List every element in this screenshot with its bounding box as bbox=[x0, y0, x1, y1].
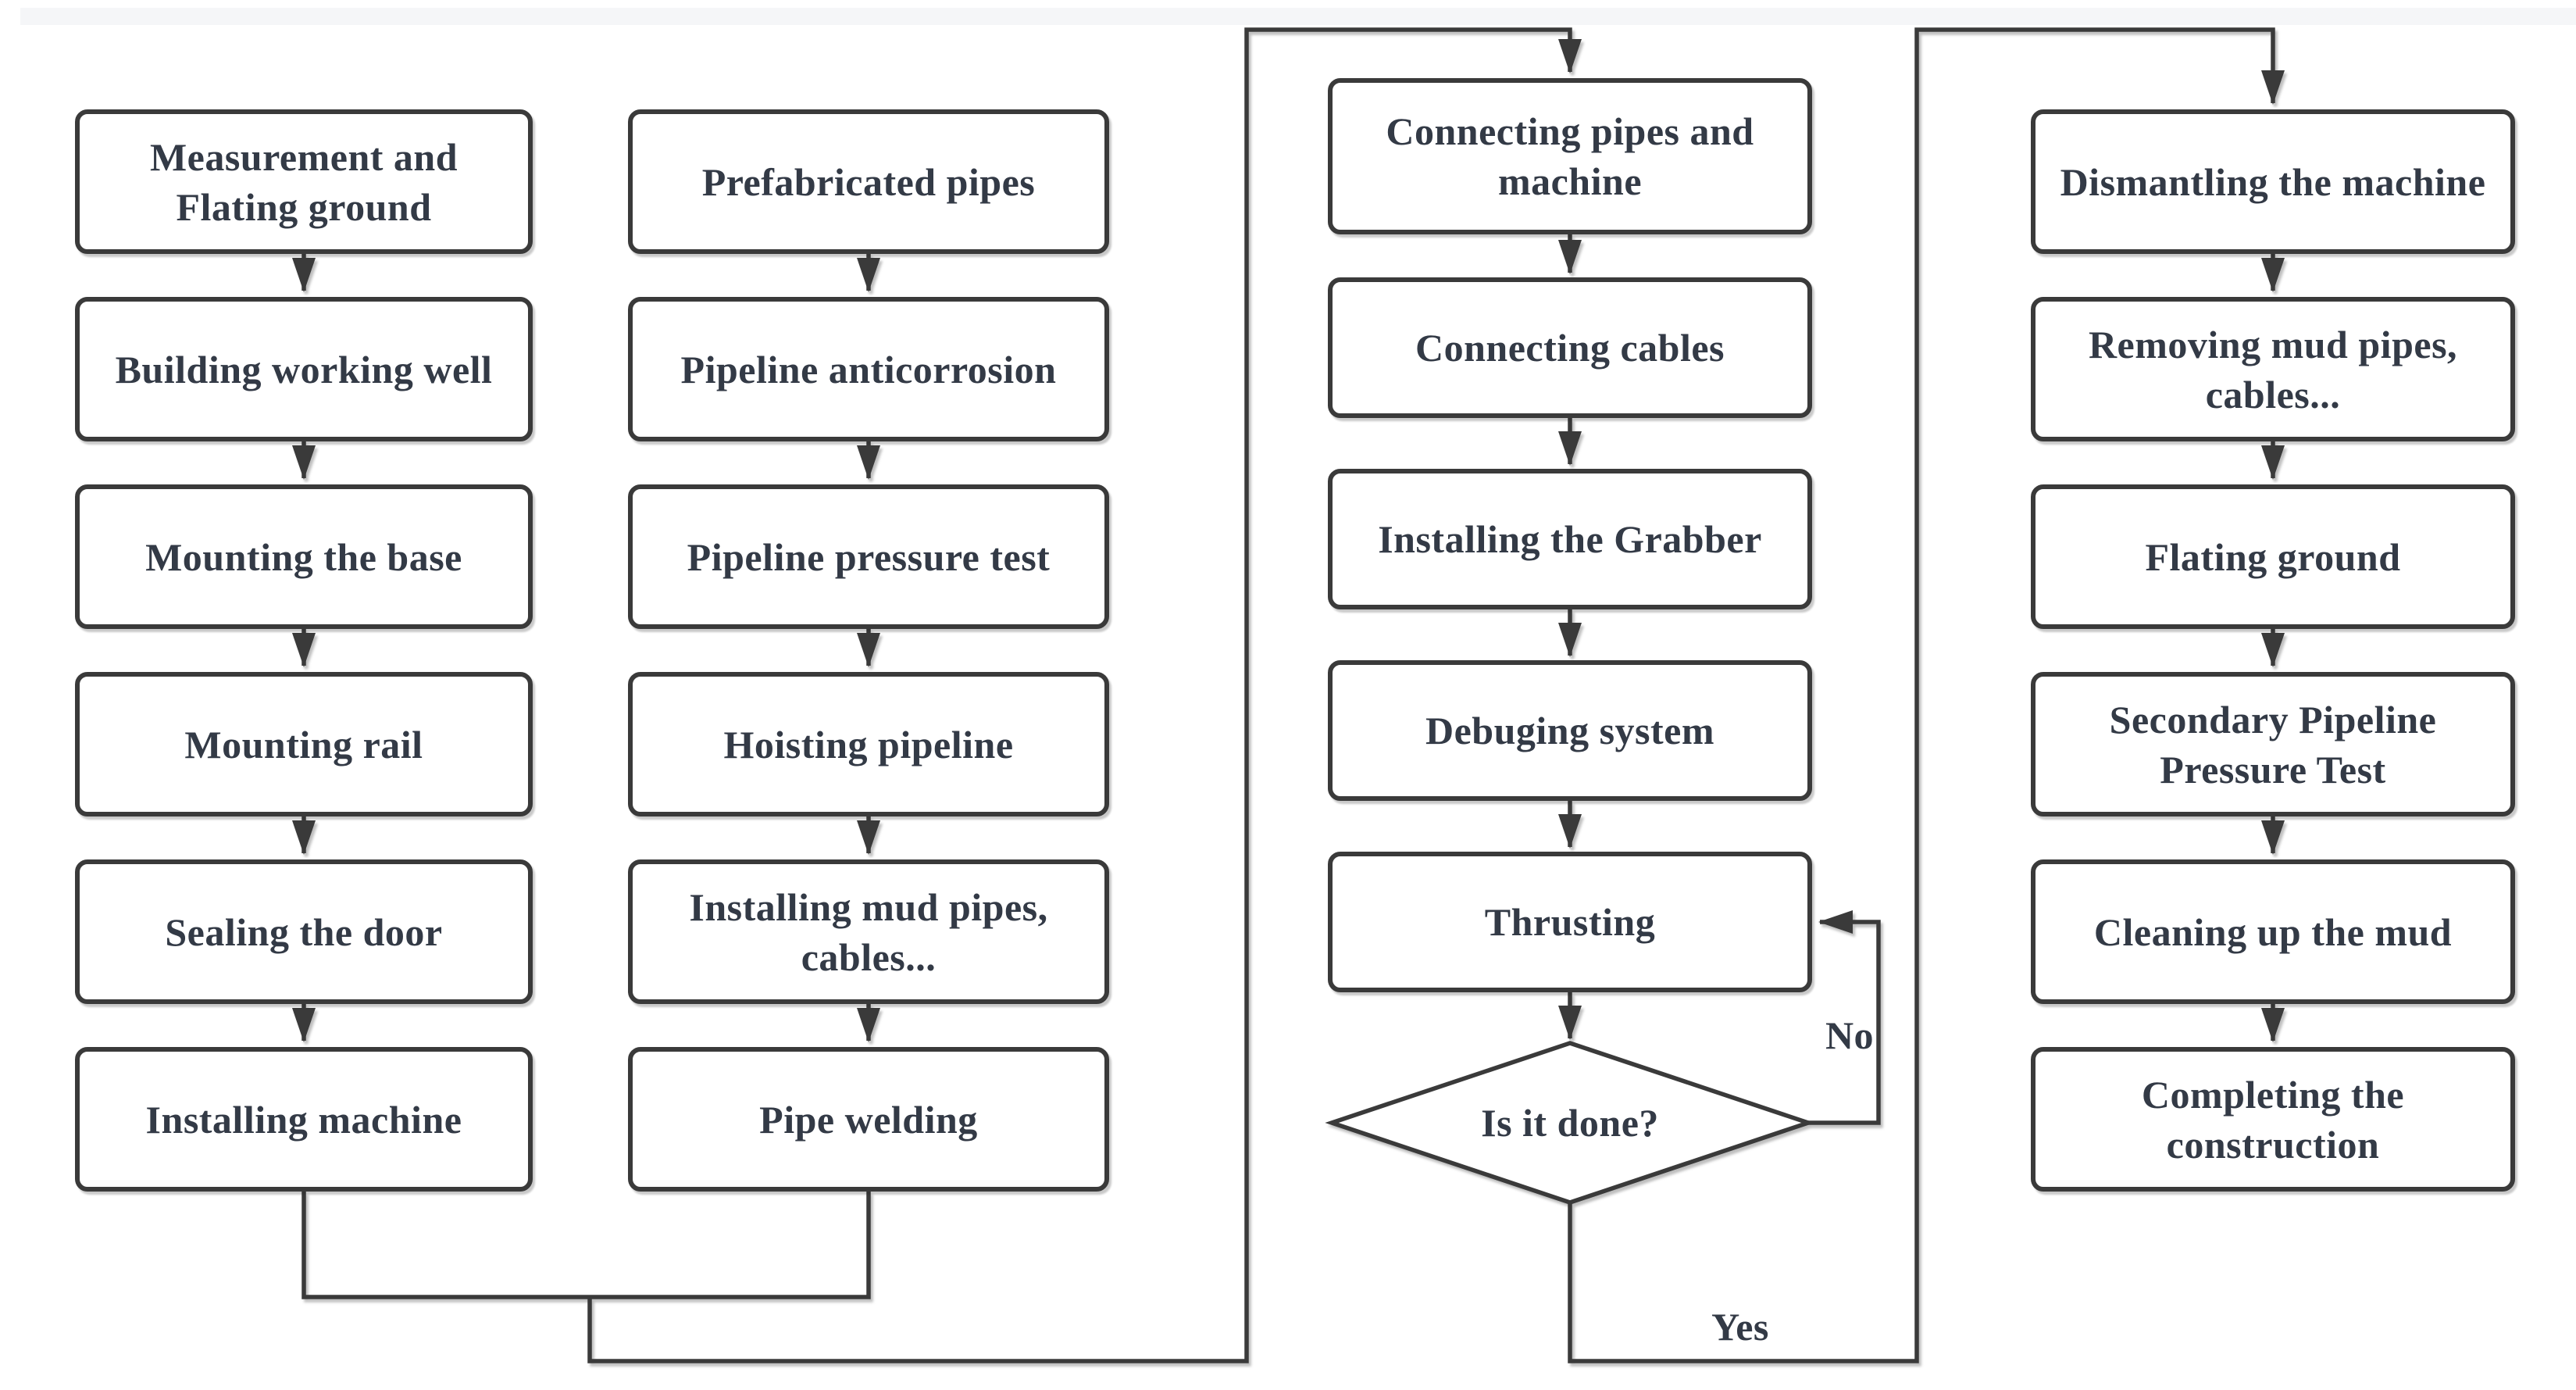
node-debuging-system: Debuging system bbox=[1328, 660, 1812, 801]
edge-label-yes: Yes bbox=[1711, 1305, 1769, 1349]
node-thrusting: Thrusting bbox=[1328, 852, 1812, 992]
node-sealing-the-door: Sealing the door bbox=[75, 859, 533, 1004]
node-pipeline-anticorrosion: Pipeline anticorrosion bbox=[628, 297, 1109, 441]
decision-diamond bbox=[1325, 1041, 1815, 1205]
node-prefabricated-pipes: Prefabricated pipes bbox=[628, 109, 1109, 254]
connector-no-loop bbox=[1808, 910, 1881, 1125]
edge-label-no: No bbox=[1825, 1013, 1875, 1057]
node-cleaning-up-the-mud: Cleaning up the mud bbox=[2031, 859, 2515, 1004]
decision-label: Is it done? bbox=[1481, 1101, 1659, 1145]
node-connecting-cables: Connecting cables bbox=[1328, 277, 1812, 418]
node-mounting-rail: Mounting rail bbox=[75, 672, 533, 816]
top-gray-band bbox=[20, 8, 2576, 25]
node-installing-machine: Installing machine bbox=[75, 1047, 533, 1192]
node-flating-ground: Flating ground bbox=[2031, 484, 2515, 629]
node-measurement-flating-ground: Measurement and Flating ground bbox=[75, 109, 533, 254]
node-installing-mud-pipes-cables: Installing mud pipes, cables... bbox=[628, 859, 1109, 1004]
node-building-working-well: Building working well bbox=[75, 297, 533, 441]
node-secondary-pipeline-pressure-test: Secondary Pipeline Pressure Test bbox=[2031, 672, 2515, 816]
node-hoisting-pipeline: Hoisting pipeline bbox=[628, 672, 1109, 816]
connector-to-col3-top bbox=[587, 27, 1582, 1363]
node-pipe-welding: Pipe welding bbox=[628, 1047, 1109, 1192]
node-mounting-the-base: Mounting the base bbox=[75, 484, 533, 629]
node-completing-the-construction: Completing the construction bbox=[2031, 1047, 2515, 1192]
connector-yes-to-col4-top bbox=[1568, 27, 2285, 1363]
node-removing-mud-pipes-cables: Removing mud pipes, cables... bbox=[2031, 297, 2515, 441]
connector-merge-col1-col2 bbox=[301, 1192, 871, 1299]
node-dismantling-the-machine: Dismantling the machine bbox=[2031, 109, 2515, 254]
node-pipeline-pressure-test: Pipeline pressure test bbox=[628, 484, 1109, 629]
node-connecting-pipes-and-machine: Connecting pipes and machine bbox=[1328, 78, 1812, 234]
node-installing-the-grabber: Installing the Grabber bbox=[1328, 469, 1812, 609]
